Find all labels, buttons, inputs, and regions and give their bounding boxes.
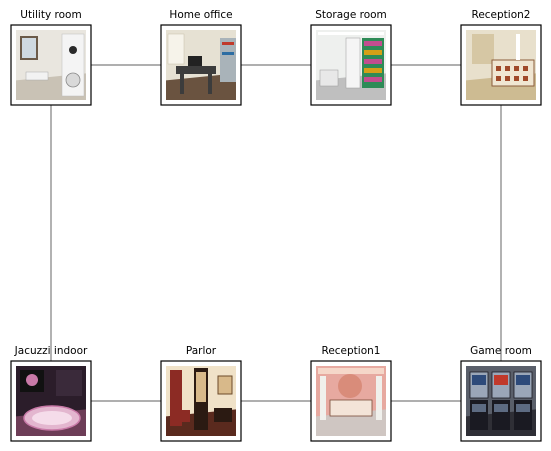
node-storage: Storage room [310, 9, 392, 106]
storage-room-photo [316, 30, 386, 100]
home-office-photo [166, 30, 236, 100]
node-label-parlor: Parlor [186, 345, 217, 357]
node-utility: Utility room [10, 9, 92, 106]
node-label-reception1: Reception1 [322, 345, 381, 357]
node-label-office: Home office [169, 9, 232, 21]
node-office: Home office [160, 9, 242, 106]
node-label-gameroom: Game room [470, 345, 532, 357]
node-label-jacuzzi: Jacuzzi indoor [14, 345, 88, 357]
node-gameroom: Game room [460, 345, 542, 442]
node-reception1: Reception1 [310, 345, 392, 442]
utility-room-photo [16, 30, 86, 100]
edges-layer [50, 64, 502, 402]
node-parlor: Parlor [160, 345, 242, 442]
reception2-photo [466, 30, 536, 100]
reception1-photo [316, 366, 386, 436]
node-jacuzzi: Jacuzzi indoor [10, 345, 92, 442]
game-room-photo [466, 366, 536, 436]
parlor-photo [166, 366, 236, 436]
node-reception2: Reception2 [460, 9, 542, 106]
jacuzzi-indoor-photo [16, 366, 86, 436]
node-label-utility: Utility room [20, 9, 81, 21]
node-label-storage: Storage room [315, 9, 387, 21]
node-label-reception2: Reception2 [472, 9, 531, 21]
